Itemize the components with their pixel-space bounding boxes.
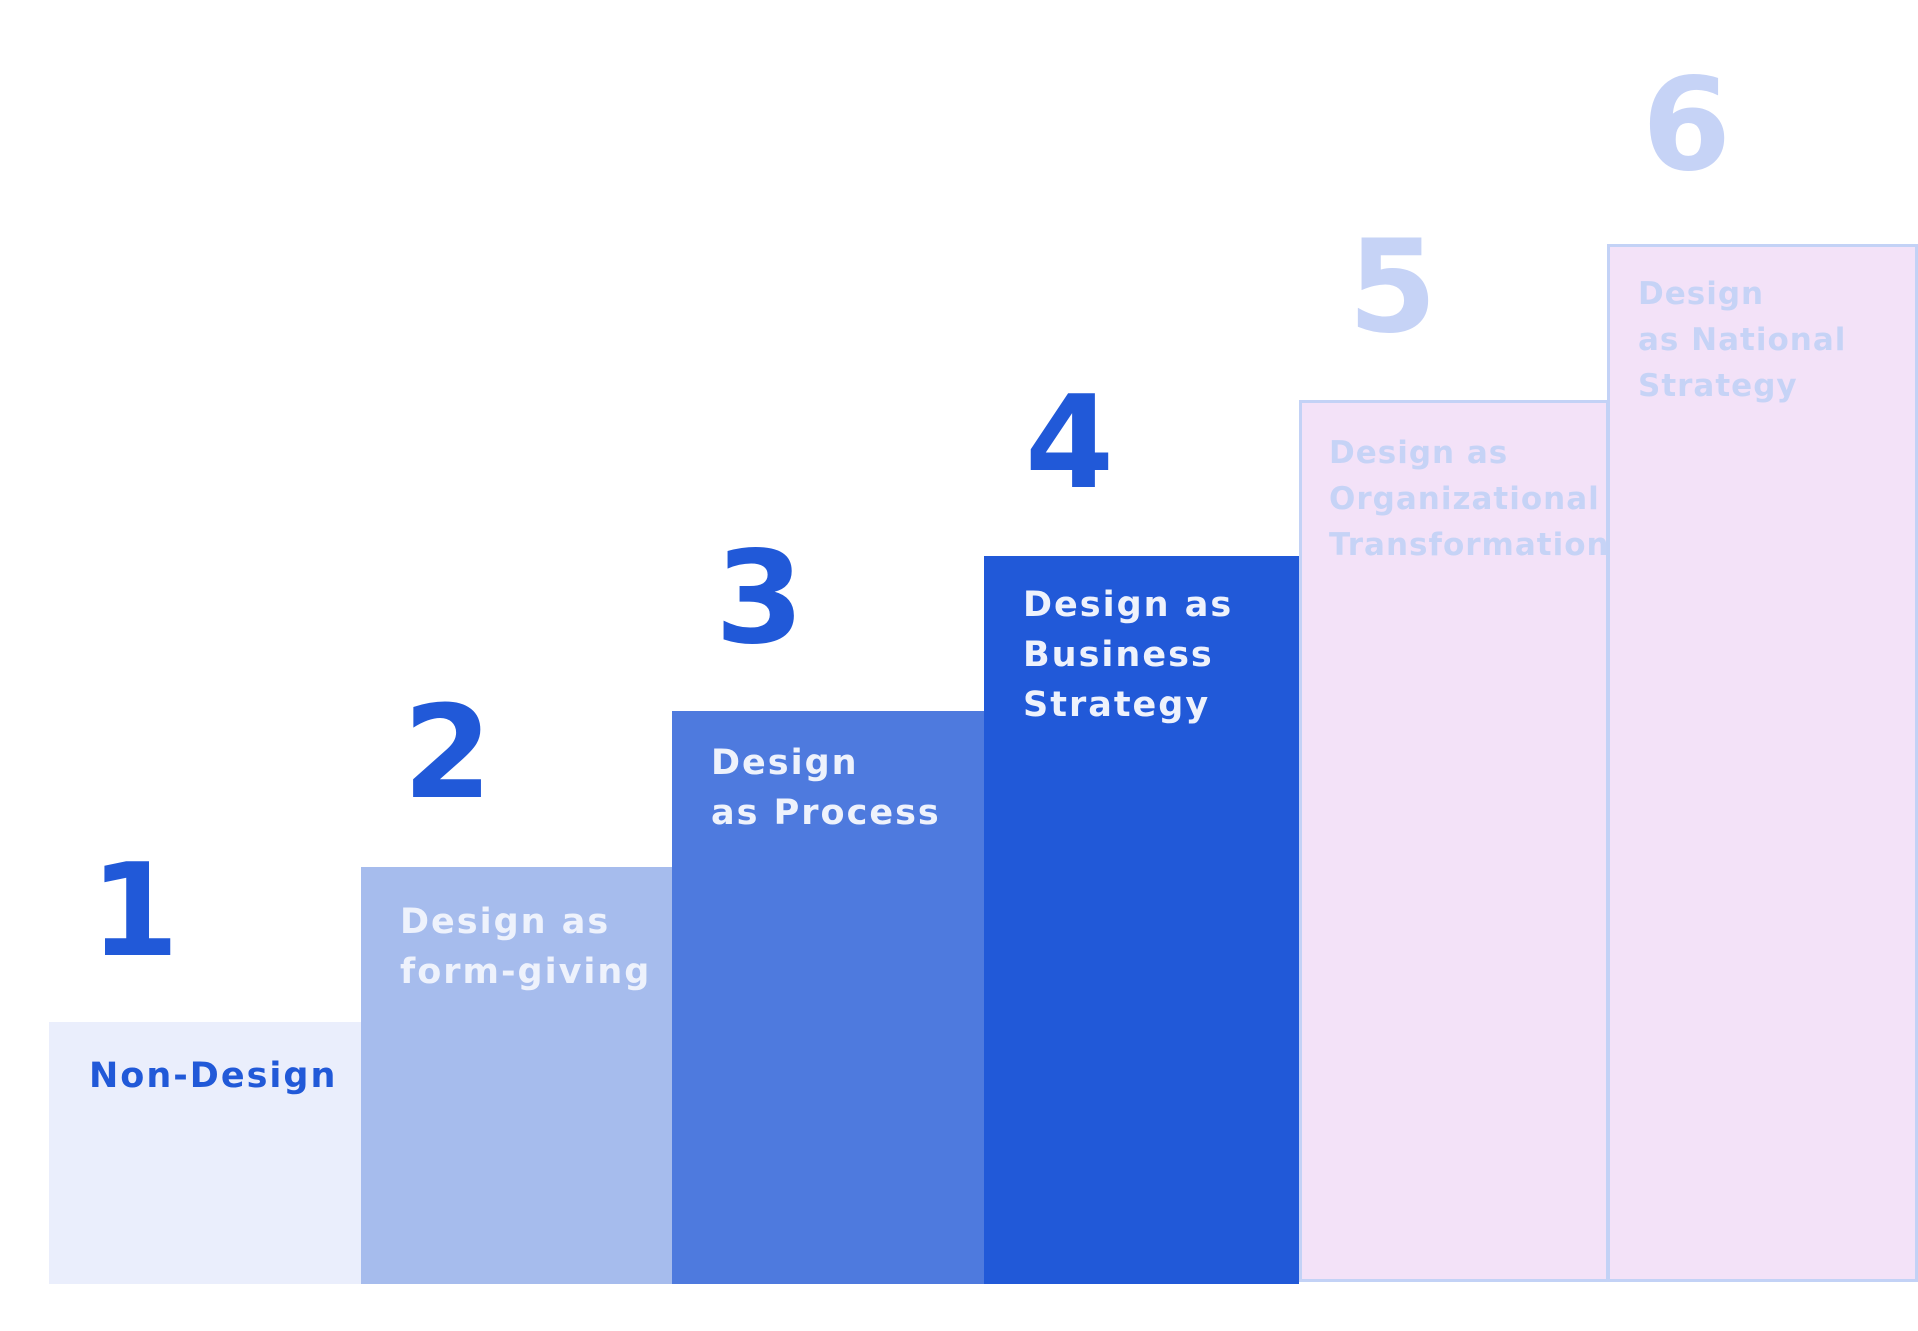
step-3-block: Design as Process	[672, 711, 984, 1284]
step-5-label: Design as Organizational Transformation	[1329, 435, 1610, 563]
step-2-number: 2	[403, 679, 493, 828]
step-2-label: Design as form-giving	[400, 902, 652, 992]
step-4-block: Design as Business Strategy	[984, 556, 1299, 1284]
step-6-number: 6	[1642, 51, 1732, 200]
step-3-number: 3	[715, 524, 805, 673]
step-1-number: 1	[90, 837, 180, 986]
step-6-label: Design as National Strategy	[1638, 276, 1847, 404]
step-6-block: Design as National Strategy	[1607, 244, 1918, 1282]
step-5-number: 5	[1348, 213, 1438, 362]
step-3-label: Design as Process	[711, 743, 941, 833]
step-1-block: Non-Design	[49, 1022, 361, 1284]
step-5-block: Design as Organizational Transformation	[1299, 400, 1609, 1282]
step-1-label: Non-Design	[89, 1056, 338, 1096]
step-4-label: Design as Business Strategy	[1023, 585, 1234, 725]
step-4-number: 4	[1025, 369, 1115, 518]
step-2-block: Design as form-giving	[361, 867, 672, 1284]
